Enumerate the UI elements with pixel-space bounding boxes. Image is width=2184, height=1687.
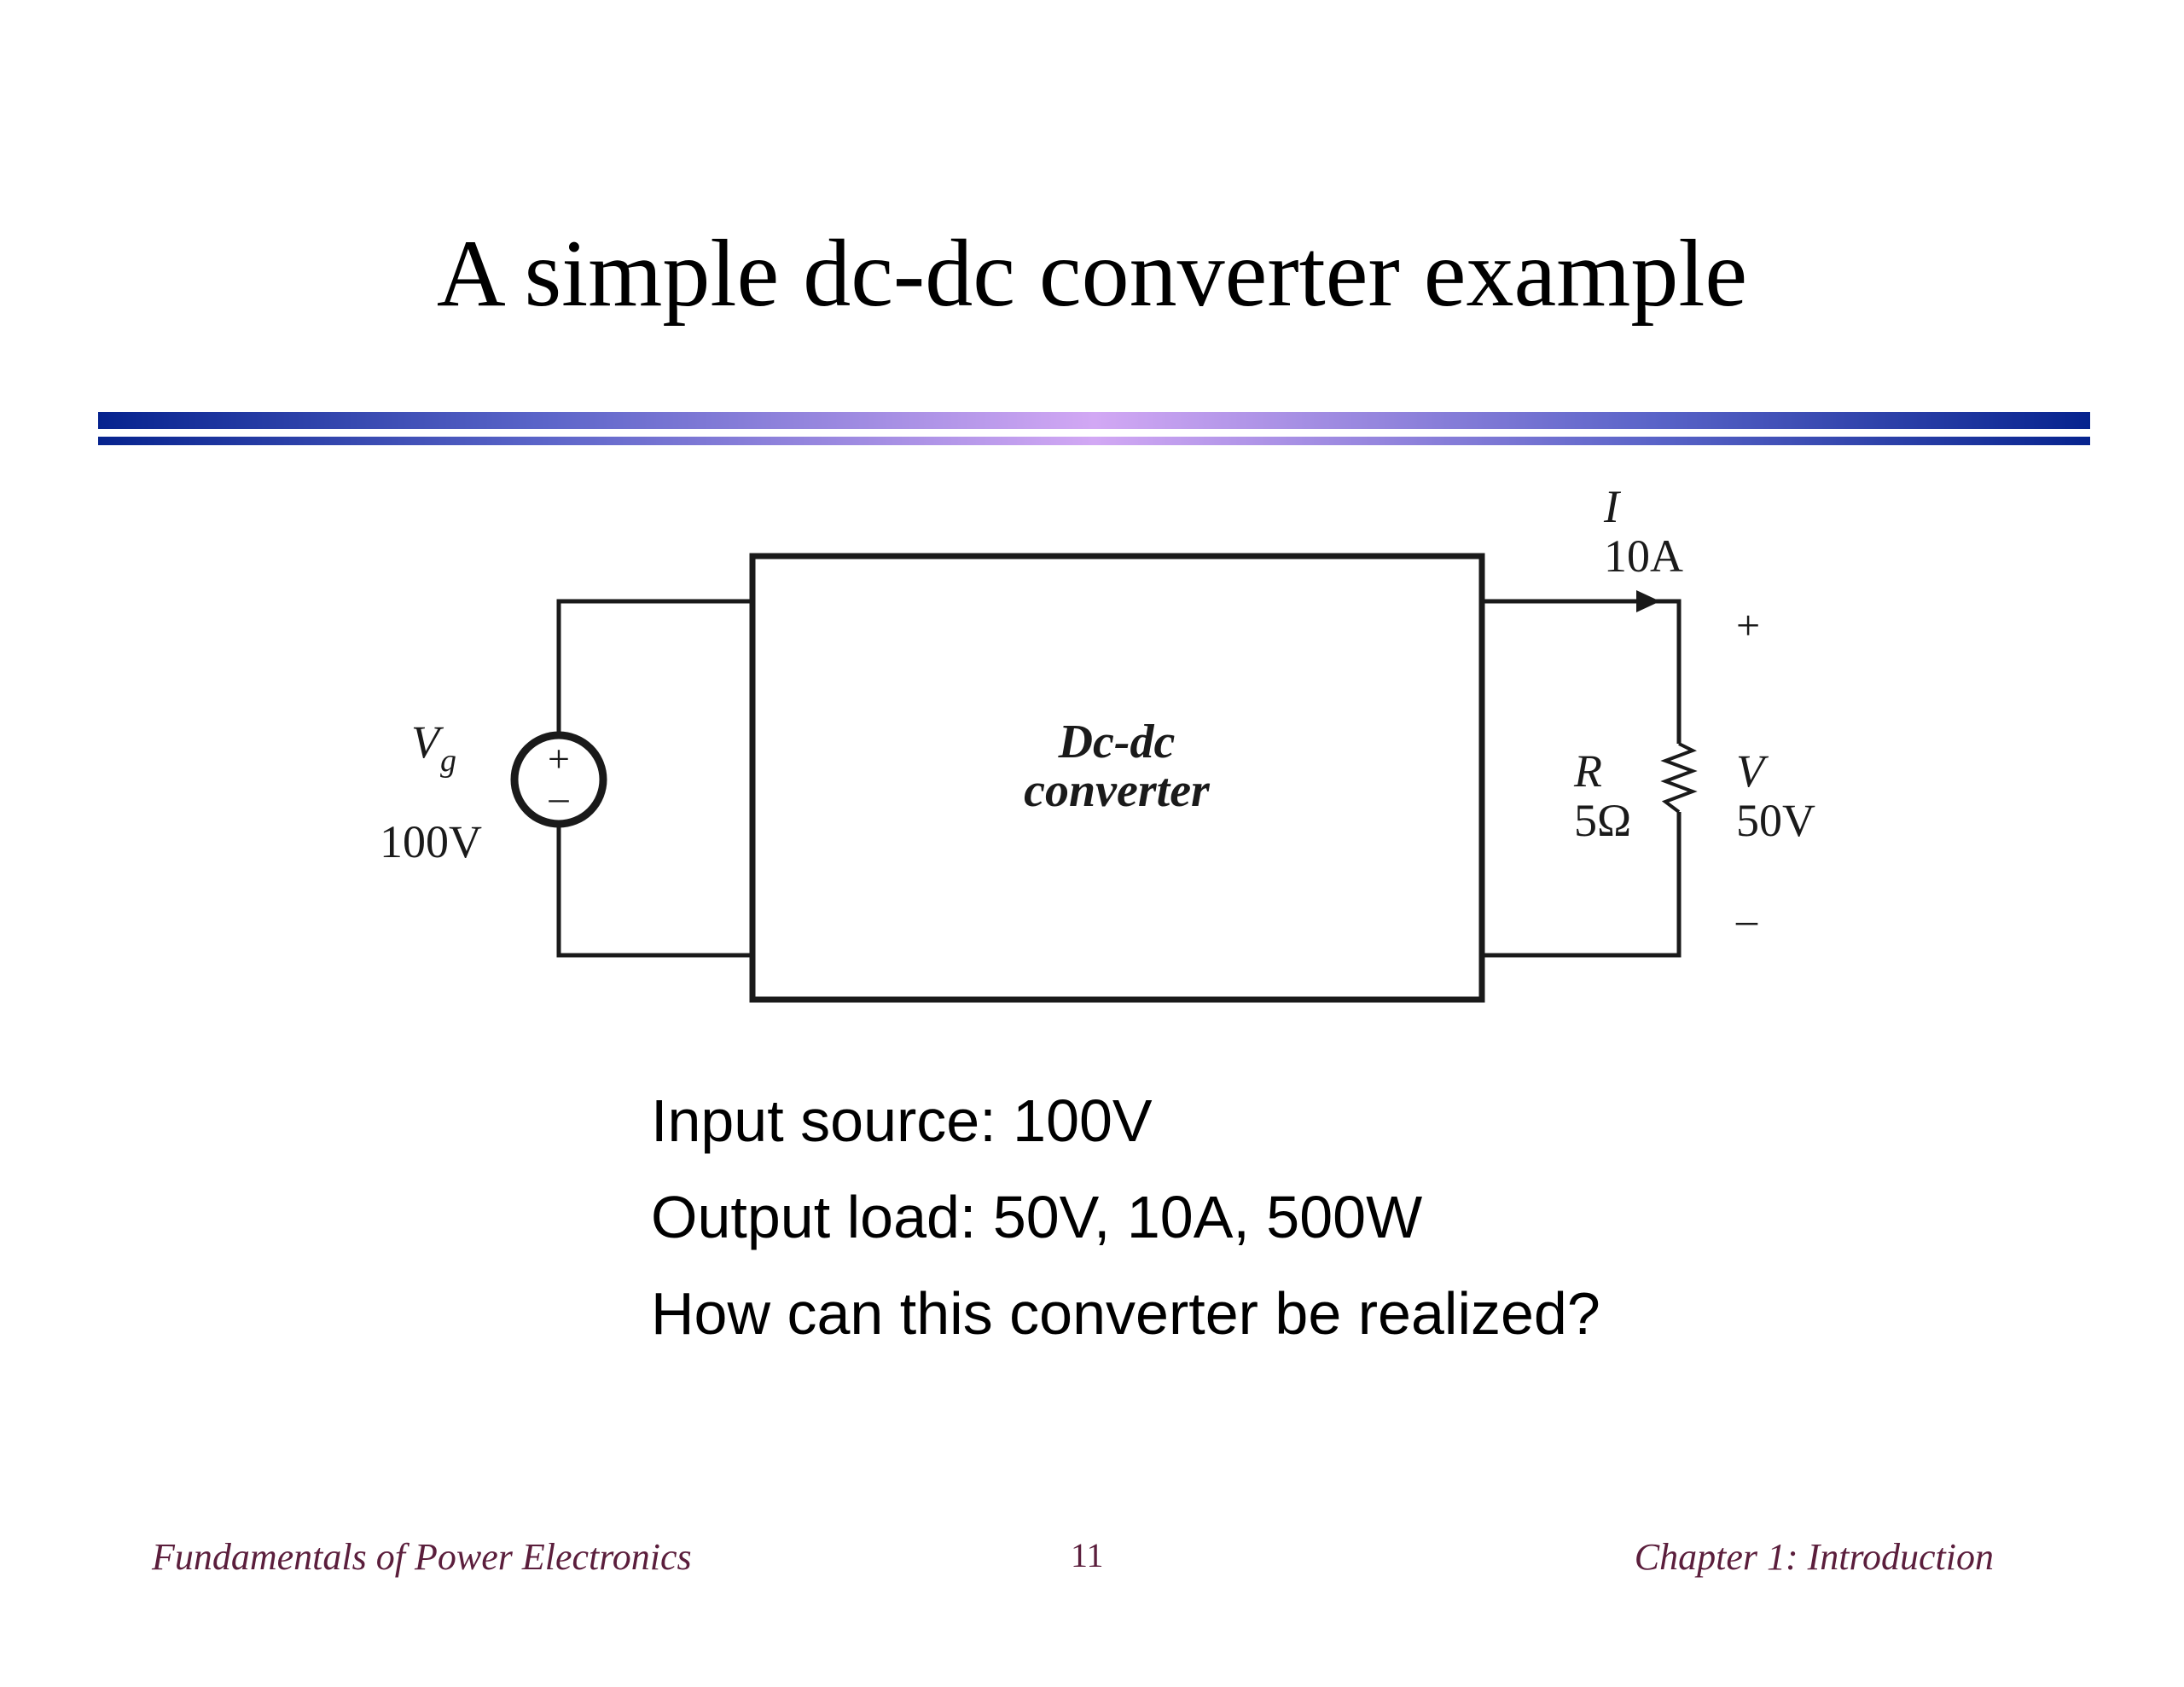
current-value: 10A [1604, 530, 1683, 582]
source-value: 100V [380, 816, 482, 867]
converter-box [749, 553, 1485, 1003]
output-top-wire [1482, 599, 1682, 744]
converter-label-line1: Dc-dc [1058, 716, 1176, 768]
bullet-output-load: Output load: 50V, 10A, 500W [651, 1184, 1423, 1250]
source-symbol: V [411, 716, 444, 768]
converter-label-line2: converter [1024, 764, 1211, 817]
footer-page-number: 11 [1071, 1536, 1104, 1574]
current-symbol: I [1603, 481, 1622, 532]
output-value: 50V [1736, 795, 1815, 846]
input-bottom-wire [556, 815, 752, 958]
source-subscript: g [440, 743, 456, 779]
input-top-wire [556, 599, 752, 745]
source-minus-sign: – [549, 775, 570, 819]
current-arrow-icon [1636, 590, 1660, 612]
source-plus-sign: + [548, 737, 570, 780]
slide-title: A simple dc-dc converter example [436, 221, 1748, 327]
bullet-list: Input source: 100V Output load: 50V, 10A… [651, 1073, 1600, 1362]
resistor-icon [1660, 742, 1698, 814]
title-rule-thick [98, 412, 2090, 429]
voltage-source-icon [510, 731, 607, 828]
output-minus-sign: – [1735, 896, 1758, 943]
bullet-question: How can this converter be realized? [651, 1280, 1600, 1347]
output-symbol: V [1736, 745, 1769, 797]
output-bottom-wire [1482, 812, 1682, 958]
bullet-input-source: Input source: 100V [651, 1087, 1153, 1154]
load-value: 5Ω [1574, 795, 1631, 846]
title-rule-thin [98, 437, 2090, 445]
footer-book-title: Fundamentals of Power Electronics [152, 1536, 692, 1578]
footer-chapter: Chapter 1: Introduction [1634, 1536, 1994, 1578]
load-symbol: R [1573, 745, 1602, 797]
output-plus-sign: + [1736, 601, 1760, 649]
